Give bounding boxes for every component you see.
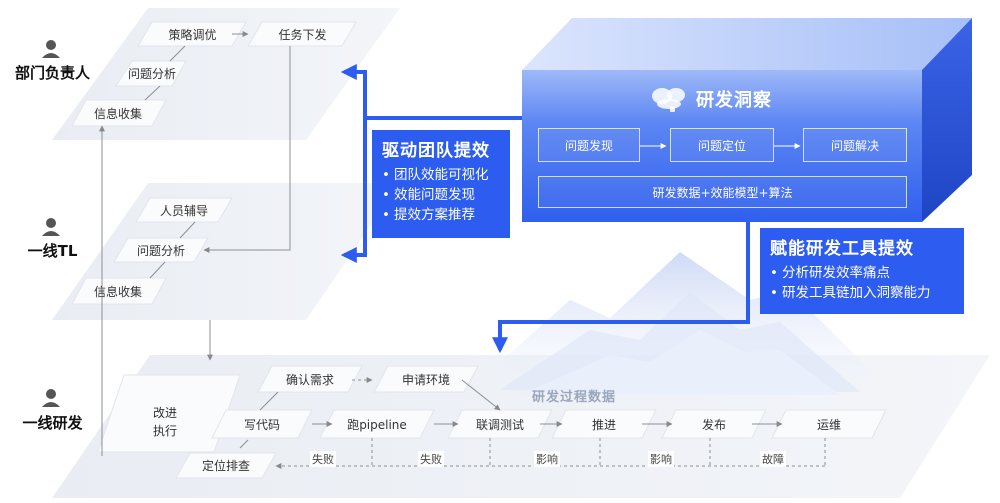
advance-box: 推进	[591, 417, 616, 432]
drive-team-item: 团队效能可视化	[382, 165, 500, 185]
blue-arrows	[340, 64, 750, 354]
empower-tools-title: 赋能研发工具提效	[770, 239, 914, 259]
locate-debug-box: 定位排查	[201, 459, 250, 473]
feedback-label-impact-1: 影响	[534, 451, 560, 467]
tl-boxes	[71, 197, 233, 305]
drive-team-list: 团队效能可视化 效能问题发现 提效方案推荐	[372, 165, 510, 231]
feedback-label-fault: 故障	[760, 451, 786, 467]
empower-tools-callout: 赋能研发工具提效 分析研发效率痛点 研发工具链加入洞察能力	[760, 228, 964, 314]
run-pipeline-box: 跑pipeline	[347, 417, 407, 432]
empower-tools-list: 分析研发效率痛点 研发工具链加入洞察能力	[760, 263, 964, 309]
insight-cube	[522, 18, 972, 222]
manager-boxes	[71, 21, 357, 127]
empower-tools-item: 研发工具链加入洞察能力	[770, 283, 954, 303]
drive-team-title: 驱动团队提效	[382, 141, 490, 161]
manager-collect-box: 信息收集	[93, 106, 142, 121]
feedback-label-fail-1: 失败	[310, 451, 336, 467]
release-box: 发布	[701, 417, 726, 432]
apply-env-box: 申请环境	[401, 372, 450, 387]
brain-icon	[652, 88, 685, 112]
process-data-mountain	[480, 252, 880, 395]
insight-base: 研发数据+效能模型+算法	[538, 176, 907, 208]
process-data-label: 研发过程数据	[532, 390, 617, 405]
person-icon-dev	[42, 389, 60, 407]
feedback-label-impact-2: 影响	[648, 451, 674, 467]
staff-coaching-box: 人员辅导	[159, 203, 208, 218]
insight-title: 研发洞察	[696, 90, 772, 111]
role-tl: 一线TL	[27, 242, 78, 260]
insight-step-locate: 问题定位	[670, 128, 774, 162]
insight-step-solve: 问题解决	[803, 128, 907, 162]
confirm-requirement-box: 确认需求	[285, 372, 334, 387]
ops-box: 运维	[816, 417, 841, 432]
improve-execute-box: 改进 执行	[130, 404, 200, 440]
feedback-lines	[275, 377, 826, 469]
task-dispatch-box: 任务下发	[278, 27, 327, 42]
drive-team-callout: 驱动团队提效 团队效能可视化 效能问题发现 提效方案推荐	[372, 130, 510, 238]
role-manager: 部门负责人	[14, 64, 90, 82]
empower-tools-item: 分析研发效率痛点	[770, 263, 954, 283]
drive-team-item: 效能问题发现	[382, 185, 500, 205]
person-icon-manager	[42, 40, 60, 58]
joint-test-box: 联调测试	[475, 417, 524, 432]
person-icon-tl	[42, 218, 60, 236]
tl-analysis-box: 问题分析	[136, 243, 185, 258]
write-code-box: 写代码	[243, 417, 280, 432]
strategy-tuning-box: 策略调优	[168, 27, 217, 42]
role-dev: 一线研发	[22, 414, 83, 432]
drive-team-item: 提效方案推荐	[382, 205, 500, 225]
feedback-label-fail-2: 失败	[418, 451, 444, 467]
gray-connectors	[99, 31, 783, 456]
insight-step-discover: 问题发现	[538, 128, 640, 162]
improve-label: 改进	[152, 406, 177, 420]
dev-boxes	[97, 365, 887, 479]
tl-collect-box: 信息收集	[93, 284, 142, 299]
manager-analysis-box: 问题分析	[127, 67, 176, 81]
execute-label: 执行	[152, 424, 177, 438]
